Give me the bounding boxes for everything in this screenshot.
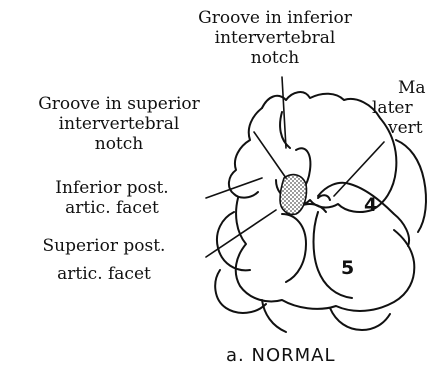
left-lower-lobe [215,270,266,313]
figure-caption: a. NORMAL [226,345,336,366]
label-line: intervertebral [150,28,400,48]
label-line: artic. facet [12,198,212,218]
label-line: notch [0,134,238,154]
sacral-base [262,300,390,332]
label-groove-superior: Groove in superior intervertebral notch [0,94,238,154]
label-line: vert [372,118,443,138]
vertebra-4-right-edge [396,140,426,232]
label-line: Groove in inferior [150,8,400,28]
upper-facet-line [318,195,330,200]
label-groove-inferior: Groove in inferior intervertebral notch [150,8,400,68]
vertebra-5-outline [236,198,415,311]
label-line: notch [150,48,400,68]
label-line: artic. facet [4,264,204,284]
label-right-cutoff: Ma later vert [372,78,443,138]
label-inferior-facet: Inferior post. artic. facet [12,178,212,218]
leader-groove-superior [254,132,286,178]
label-line: Ma [372,78,443,98]
label-line: later [372,98,443,118]
label-line: intervertebral [0,114,238,134]
vertebra-number-4: 4 [364,194,377,216]
label-line: Groove in superior [0,94,238,114]
label-line: Superior post. [4,236,204,256]
label-superior-facet: Superior post. artic. facet [4,236,204,284]
stippled-groove [280,175,307,215]
vertebra-5-detail [282,214,306,282]
vertebra-number-5: 5 [341,257,354,279]
label-line: Inferior post. [12,178,212,198]
vertebra-5-body [314,212,353,298]
